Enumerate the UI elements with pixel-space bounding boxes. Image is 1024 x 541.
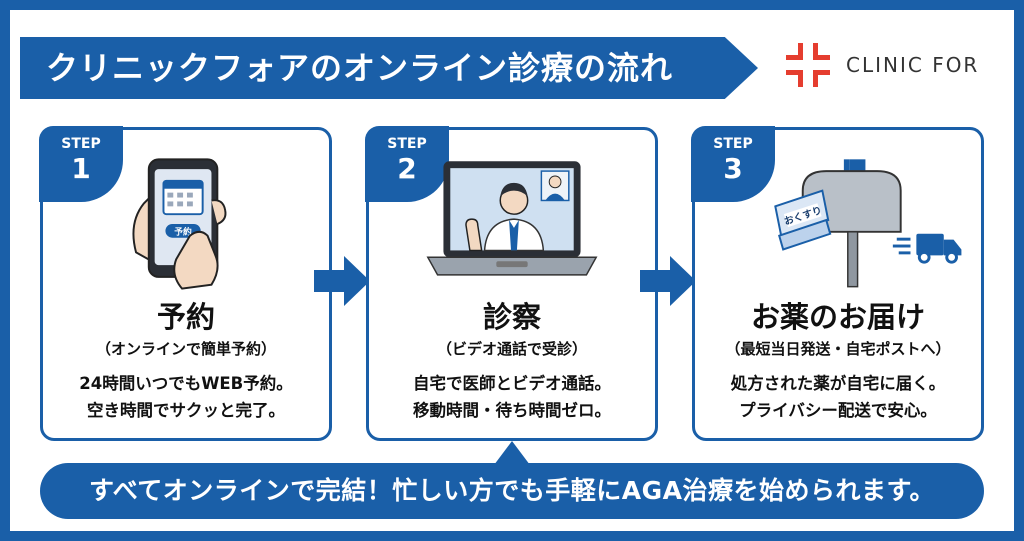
arrow-right-icon [314, 256, 370, 306]
step-subtitle: （オンラインで簡単予約） [95, 340, 276, 358]
step-desc-line: プライバシー配送で安心。 [739, 401, 937, 420]
step-badge-2: STEP 2 [365, 126, 449, 202]
step-number: 1 [71, 152, 91, 185]
step-number: 2 [397, 152, 417, 185]
smartphone-calendar-icon: 予約 [132, 158, 227, 290]
page-title: クリニックフォアのオンライン診療の流れ [20, 37, 758, 99]
step-desc-line: 24時間いつでもWEB予約。 [79, 374, 293, 393]
step-label: STEP [61, 136, 101, 152]
step-number: 3 [723, 152, 743, 185]
step-badge-1: STEP 1 [39, 126, 123, 202]
step-title: 診察 [482, 300, 541, 334]
step-subtitle: （ビデオ通話で受診） [436, 340, 587, 358]
step-description: 処方された薬が自宅に届く。 プライバシー配送で安心。 [695, 370, 981, 424]
step-title: 予約 [156, 300, 215, 334]
step-desc-line: 自宅で医師とビデオ通話。 [413, 374, 611, 393]
step-badge-3: STEP 3 [691, 126, 775, 202]
step-card-1: STEP 1 予約 予約 （オンラインで簡単予約） 24時間いつでもWEB予約。… [39, 126, 332, 441]
clinic-logo: CLINIC FOR [784, 39, 979, 91]
reserve-button-text: 予約 [174, 226, 192, 238]
summary-banner: すべてオンラインで完結！忙しい方でも手軽にAGA治療を始められます。 [40, 463, 984, 519]
speech-bubble-tip [494, 441, 530, 465]
laptop-doctor-video-icon [426, 161, 598, 276]
clinic-cross-logo-icon [786, 43, 830, 87]
step-card-2: STEP 2 診察 （ビデオ通話で受診） 自宅で医師とビデオ通話。 移動時間・待… [365, 126, 658, 441]
step-desc-line: 空き時間でサクッと完了。 [87, 401, 285, 420]
step-description: 24時間いつでもWEB予約。 空き時間でサクッと完了。 [43, 370, 329, 424]
step-desc-line: 移動時間・待ち時間ゼロ。 [413, 401, 611, 420]
step-desc-line: 処方された薬が自宅に届く。 [730, 374, 946, 393]
mailbox-delivery-icon: おくすり [774, 159, 962, 288]
step-card-3: STEP 3 おくすり お薬のお届け （最短当日発送・自宅ポストへ） 処方された… [691, 126, 984, 441]
step-title: お薬のお届け [750, 300, 925, 334]
step-subtitle: （最短当日発送・自宅ポストへ） [725, 340, 951, 358]
logo-text: CLINIC FOR [846, 53, 980, 77]
step-label: STEP [713, 136, 753, 152]
step-label: STEP [387, 136, 427, 152]
step-description: 自宅で医師とビデオ通話。 移動時間・待ち時間ゼロ。 [369, 370, 655, 424]
arrow-right-icon [640, 256, 696, 306]
